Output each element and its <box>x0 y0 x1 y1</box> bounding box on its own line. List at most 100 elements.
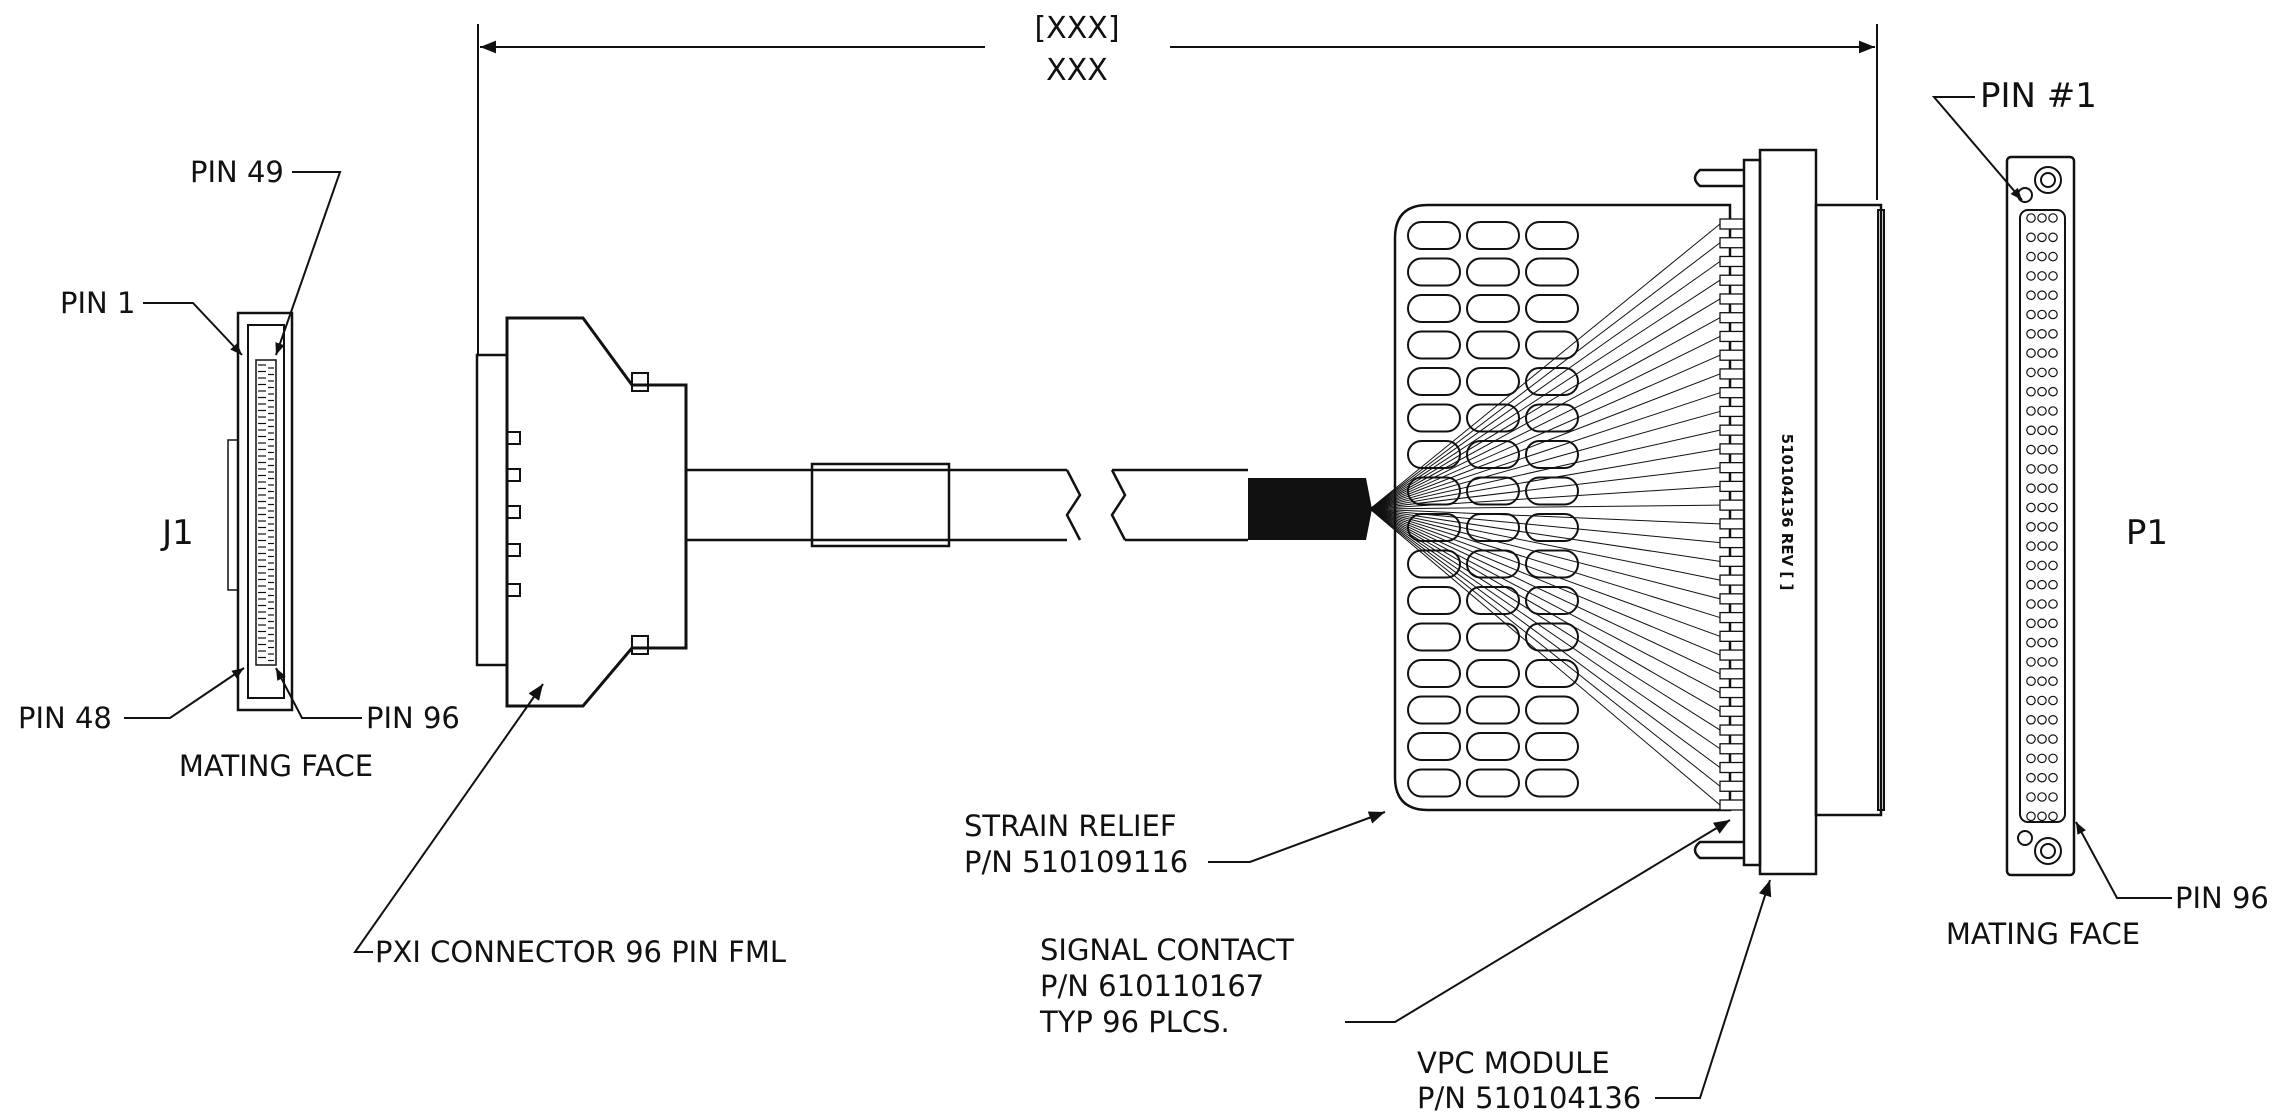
p1-contact <box>2048 271 2058 281</box>
strain-relief-slot <box>1466 221 1520 250</box>
p1-contact <box>2048 290 2058 300</box>
p1-contact <box>2037 348 2047 358</box>
strain-relief-slot <box>1525 257 1579 287</box>
j1-mating-face-view: J1 PIN 1 PIN 49 PIN 48 PIN 96 MATING FAC… <box>18 155 460 783</box>
j1-contact-cavity <box>255 359 277 666</box>
p1-contact <box>2048 483 2058 493</box>
j1-pin-48-label: PIN 48 <box>18 701 112 735</box>
p1-contact <box>2026 309 2036 320</box>
vpc-module-nose-tip <box>1877 209 1885 811</box>
p1-contact <box>2048 792 2058 802</box>
p1-contact <box>2037 560 2047 571</box>
strain-relief-label-line2: P/N 510109116 <box>964 845 1188 879</box>
strain-relief-slot <box>1407 257 1461 287</box>
p1-pin-1-leader <box>1931 96 2023 201</box>
p1-contact <box>2048 599 2058 609</box>
fanout-wire <box>1369 392 1721 510</box>
fanout-wire <box>1369 279 1721 510</box>
vpc-module-guide-pin-bottom <box>1693 840 1744 860</box>
strain-relief-slot <box>1407 367 1461 396</box>
overall-dimension: [XXX] XXX <box>477 11 1878 355</box>
fanout-wire <box>1369 508 1721 787</box>
fanout-wire <box>1369 508 1721 693</box>
fanout-wire <box>1369 261 1721 510</box>
signal-contact <box>1719 649 1745 661</box>
pxi-connector-rib <box>507 583 521 597</box>
signal-contact <box>1719 574 1745 586</box>
strain-relief-slot <box>1407 659 1461 688</box>
p1-contact <box>2037 792 2047 802</box>
p1-contact <box>2026 811 2036 822</box>
p1-pin-1-label: PIN #1 <box>1980 76 2097 116</box>
p1-contact <box>2037 637 2047 648</box>
strain-relief-slot <box>1407 549 1461 579</box>
fanout-wire <box>1369 508 1721 600</box>
p1-contact <box>2026 502 2036 513</box>
strain-relief-slot <box>1525 586 1579 615</box>
strain-relief-slot <box>1466 257 1520 287</box>
p1-contact <box>2026 772 2036 783</box>
p1-contact <box>2048 309 2058 320</box>
p1-contact <box>2026 541 2036 551</box>
p1-contact <box>2048 521 2058 532</box>
j1-title: J1 <box>160 513 194 553</box>
pxi-connector-ribs <box>507 431 521 597</box>
pxi-connector <box>475 316 688 708</box>
p1-contact <box>2026 425 2036 436</box>
p1-contact <box>2037 271 2047 281</box>
p1-contact <box>2026 579 2036 590</box>
p1-contact <box>2048 502 2058 513</box>
module-marking: 510104136 REV [ ] <box>1778 434 1796 591</box>
p1-contact <box>2048 637 2058 648</box>
p1-contact <box>2048 541 2058 551</box>
p1-contact <box>2048 657 2058 667</box>
j1-contact-rows <box>258 364 274 662</box>
p1-mount-hole-top-inner <box>2040 172 2056 188</box>
p1-contact <box>2026 637 2036 648</box>
p1-contact <box>2048 444 2058 455</box>
strain-relief <box>1393 203 1732 812</box>
p1-mount-hole-bottom <box>2034 837 2062 865</box>
p1-contact <box>2026 406 2036 416</box>
fanout-wire <box>1369 508 1721 656</box>
signal-contact <box>1719 218 1745 230</box>
pxi-connector-label: PXI CONNECTOR 96 PIN FML <box>375 935 786 969</box>
signal-contact <box>1719 424 1745 436</box>
p1-pin-96-marker <box>2017 830 2033 846</box>
p1-contact <box>2037 483 2047 493</box>
fanout-wire <box>1369 317 1721 510</box>
p1-pin-1-marker <box>2017 187 2033 203</box>
pxi-connector-front-flange <box>475 353 509 667</box>
p1-contact <box>2026 444 2036 455</box>
p1-contact <box>2026 676 2036 686</box>
strain-relief-slot <box>1466 695 1520 725</box>
strain-relief-slot <box>1407 330 1461 360</box>
p1-pin-96-leader <box>2075 821 2172 899</box>
p1-contact <box>2037 406 2047 416</box>
cable-sleeve <box>810 462 951 548</box>
j1-pin-48-leader <box>124 667 245 719</box>
p1-contact <box>2048 560 2058 571</box>
p1-contact <box>2037 811 2047 822</box>
p1-contact <box>2037 386 2047 397</box>
p1-contact <box>2026 714 2036 725</box>
p1-contact <box>2048 695 2058 706</box>
fanout-wire <box>1369 508 1721 750</box>
cable <box>686 462 1372 548</box>
strain-relief-slot <box>1466 549 1520 579</box>
signal-contact <box>1719 611 1745 624</box>
p1-contact <box>2037 290 2047 300</box>
fanout-wire <box>1369 504 1721 510</box>
signal-contact <box>1719 443 1745 455</box>
p1-contact <box>2026 232 2036 243</box>
p1-contact <box>2037 232 2047 243</box>
j1-pin-49-leader <box>275 171 342 356</box>
strain-relief-slot <box>1466 732 1520 761</box>
signal-contact-leader <box>1345 819 1731 1023</box>
signal-contact <box>1719 536 1745 549</box>
strain-relief-slot <box>1407 695 1461 725</box>
cable-break-right <box>1110 469 1127 541</box>
strain-relief-slot <box>1407 403 1461 433</box>
fanout-wire <box>1369 448 1721 510</box>
j1-pin-96-leader <box>275 667 362 719</box>
